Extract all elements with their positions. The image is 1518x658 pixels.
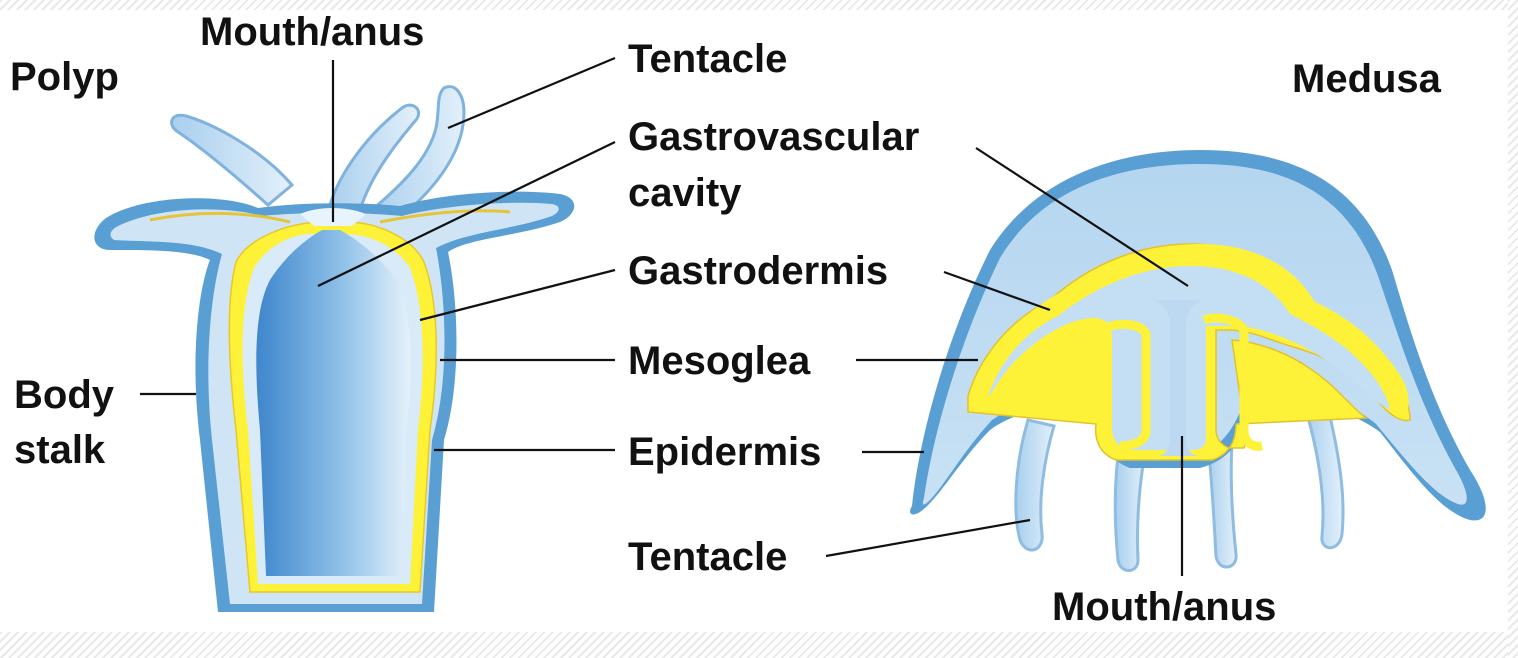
labels: Polyp Mouth/anus Body stalk Tentacle Gas…	[10, 10, 1442, 629]
polyp-illustration	[94, 85, 575, 612]
polyp-arm-mesoglea-right	[379, 209, 511, 224]
polyp-gastrovascular-cavity	[256, 230, 411, 576]
gastrovascular-label-line1: Gastrovascular	[628, 115, 919, 159]
medusa-bell-gastrodermis-arch	[974, 243, 1409, 418]
medusa-tentacles	[1014, 406, 1345, 572]
hatched-border-top	[0, 0, 1518, 10]
medusa-manubrium	[1150, 300, 1206, 456]
medusa-tentacle-label: Tentacle	[628, 535, 787, 579]
polyp-tentacle-mid	[328, 103, 421, 212]
medusa-manubrium-gastrodermis-left	[1097, 320, 1151, 451]
body-stalk-label-line1: Body	[14, 373, 115, 417]
polyp-mouth-anus-label: Mouth/anus	[200, 10, 424, 54]
hatched-border-right	[1508, 0, 1518, 658]
mesoglea-label: Mesoglea	[628, 339, 811, 383]
polyp-tentacle-left	[170, 113, 295, 207]
medusa-tentacle-3	[1206, 440, 1238, 569]
leader-medusa-gastrovascular	[975, 147, 1189, 287]
hatched-border-bottom	[0, 632, 1518, 658]
medusa-illustration	[910, 150, 1486, 572]
medusa-tentacle-1	[1014, 418, 1056, 552]
tentacle-label-top: Tentacle	[628, 37, 787, 81]
gastrovascular-label-line2: cavity	[628, 171, 742, 215]
leader-medusa-tentacle	[825, 518, 1031, 558]
epidermis-label: Epidermis	[628, 430, 821, 474]
leader-polyp-gastrodermis	[419, 268, 616, 322]
leader-polyp-tentacle	[447, 56, 616, 130]
polyp-tentacle-right	[368, 85, 466, 218]
medusa-tentacle-4	[1304, 406, 1345, 550]
leader-polyp-gastrovascular	[317, 141, 616, 287]
leader-lines	[140, 56, 1189, 576]
medusa-manubrium-gastrodermis-right	[1202, 313, 1263, 451]
polyp-arm-mesoglea-left	[149, 211, 291, 224]
polyp-title: Polyp	[10, 55, 119, 99]
gastrodermis-label: Gastrodermis	[628, 249, 888, 293]
medusa-tentacle-2	[1113, 438, 1148, 572]
body-stalk-label-line2: stalk	[14, 428, 106, 472]
polyp-tentacles	[170, 85, 466, 218]
medusa-mouth-anus-label: Mouth/anus	[1052, 585, 1276, 629]
leader-medusa-gastrodermis	[943, 270, 1051, 312]
medusa-gastrovascular-cavity	[988, 266, 1390, 450]
medusa-title: Medusa	[1292, 57, 1442, 101]
